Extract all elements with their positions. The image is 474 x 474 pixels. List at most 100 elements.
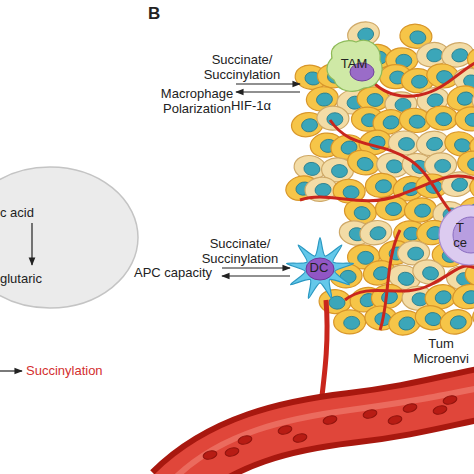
tumor-cell (317, 106, 349, 131)
cell-nucleus (449, 314, 467, 330)
vessel-highlight (175, 386, 474, 474)
cell-body (439, 169, 474, 200)
cell-nucleus (344, 316, 360, 329)
tumor-cell (450, 282, 474, 312)
tumor-cell (455, 107, 474, 131)
factor-label: HIF-1α (226, 98, 276, 113)
effect-label: APC capacity (134, 265, 224, 280)
cell-body (425, 105, 458, 131)
cell-label: T ce (452, 220, 468, 250)
tumor-cell (472, 304, 474, 330)
cell-nucleus (453, 217, 474, 253)
red-blood-cell (402, 402, 418, 413)
red-blood-cell (387, 414, 403, 425)
arrow (236, 83, 300, 84)
cell-nucleus (462, 289, 474, 305)
macrophage-body (327, 40, 382, 91)
cell-nucleus (331, 164, 348, 178)
tumor-vessel (380, 230, 400, 330)
cell-nucleus (367, 93, 384, 107)
tumor-cell (333, 310, 365, 335)
tumor-vessel (300, 176, 474, 201)
dendritic-body (287, 238, 354, 299)
cell-body (317, 106, 349, 131)
metabolite-name: c acid (0, 205, 80, 220)
cell-nucleus (386, 159, 404, 174)
cell-nucleus (353, 205, 371, 221)
tumor-vessel (345, 266, 474, 300)
modification-label: Succinylation (26, 363, 126, 378)
cell-nucleus (451, 47, 469, 63)
cell-nucleus (407, 247, 424, 261)
cell-nucleus (314, 182, 332, 197)
cell-nucleus (398, 315, 416, 331)
cell-nucleus (411, 75, 427, 88)
metabolite-label: Succinate/ Succinylation (196, 236, 284, 266)
cell-nucleus (356, 156, 375, 173)
arrow (31, 223, 32, 265)
red-blood-cell (237, 434, 253, 445)
cell-body (472, 304, 474, 330)
arrow (0, 370, 22, 371)
red-blood-cells (202, 394, 458, 460)
red-blood-cell (322, 414, 338, 425)
vessel-wall (170, 392, 474, 474)
tumor-cell (425, 105, 458, 131)
cell-label: TAM (330, 56, 378, 71)
red-blood-cell (202, 449, 218, 460)
red-blood-cell (292, 432, 308, 443)
dendritic-cell: DC (284, 236, 356, 302)
node-outline (0, 165, 140, 310)
effect-label: Macrophage Polarization (156, 86, 238, 116)
tumor-cell (439, 169, 474, 200)
cell-nucleus (435, 112, 452, 126)
cell-nucleus (369, 225, 387, 241)
tumor-cell (438, 307, 474, 337)
cell-nucleus (425, 136, 443, 152)
cell-body (411, 257, 447, 286)
metabolite-name: glutaric (0, 271, 80, 286)
cell-nucleus (426, 47, 444, 63)
metabolite-oval: c acid glutaric (0, 165, 140, 310)
cell-nucleus (375, 179, 392, 193)
cell-nucleus (316, 92, 334, 107)
cell-nucleus (343, 185, 360, 199)
red-blood-cell (362, 408, 378, 419)
cell-nucleus (465, 113, 474, 126)
cell-body (333, 310, 365, 335)
cell-body (438, 307, 474, 337)
tumor-mass (283, 19, 474, 338)
blood-vessel (170, 300, 474, 474)
cell-nucleus (398, 137, 414, 150)
red-blood-cell (277, 424, 293, 435)
cell-body (450, 282, 474, 312)
cell-nucleus (414, 203, 432, 218)
cell-label: DC (304, 260, 334, 275)
red-blood-cell (432, 404, 448, 415)
oval-outline (0, 167, 138, 308)
arrow (236, 91, 300, 92)
t-cell-body (439, 205, 474, 265)
cell-nucleus (436, 70, 454, 85)
t-cell: T ce (438, 204, 474, 266)
cell-nucleus (382, 114, 401, 130)
cell-nucleus (424, 311, 442, 326)
cell-nucleus (434, 289, 452, 305)
tumor-cell (411, 257, 447, 286)
arrow (222, 267, 290, 268)
region-label: Tum Microenvi (410, 336, 472, 366)
cell-nucleus (303, 161, 321, 176)
cell-nucleus (467, 157, 474, 171)
cell-nucleus (456, 90, 474, 107)
vessel-lumen (170, 392, 474, 474)
red-blood-cell (224, 446, 240, 457)
panel-letter: B (148, 6, 178, 21)
cell-nucleus (409, 30, 426, 44)
macrophage-cell: TAM (322, 36, 386, 94)
cell-nucleus (301, 118, 319, 134)
cell-nucleus (408, 114, 426, 129)
cell-nucleus (435, 159, 451, 172)
red-blood-cell (442, 394, 458, 405)
